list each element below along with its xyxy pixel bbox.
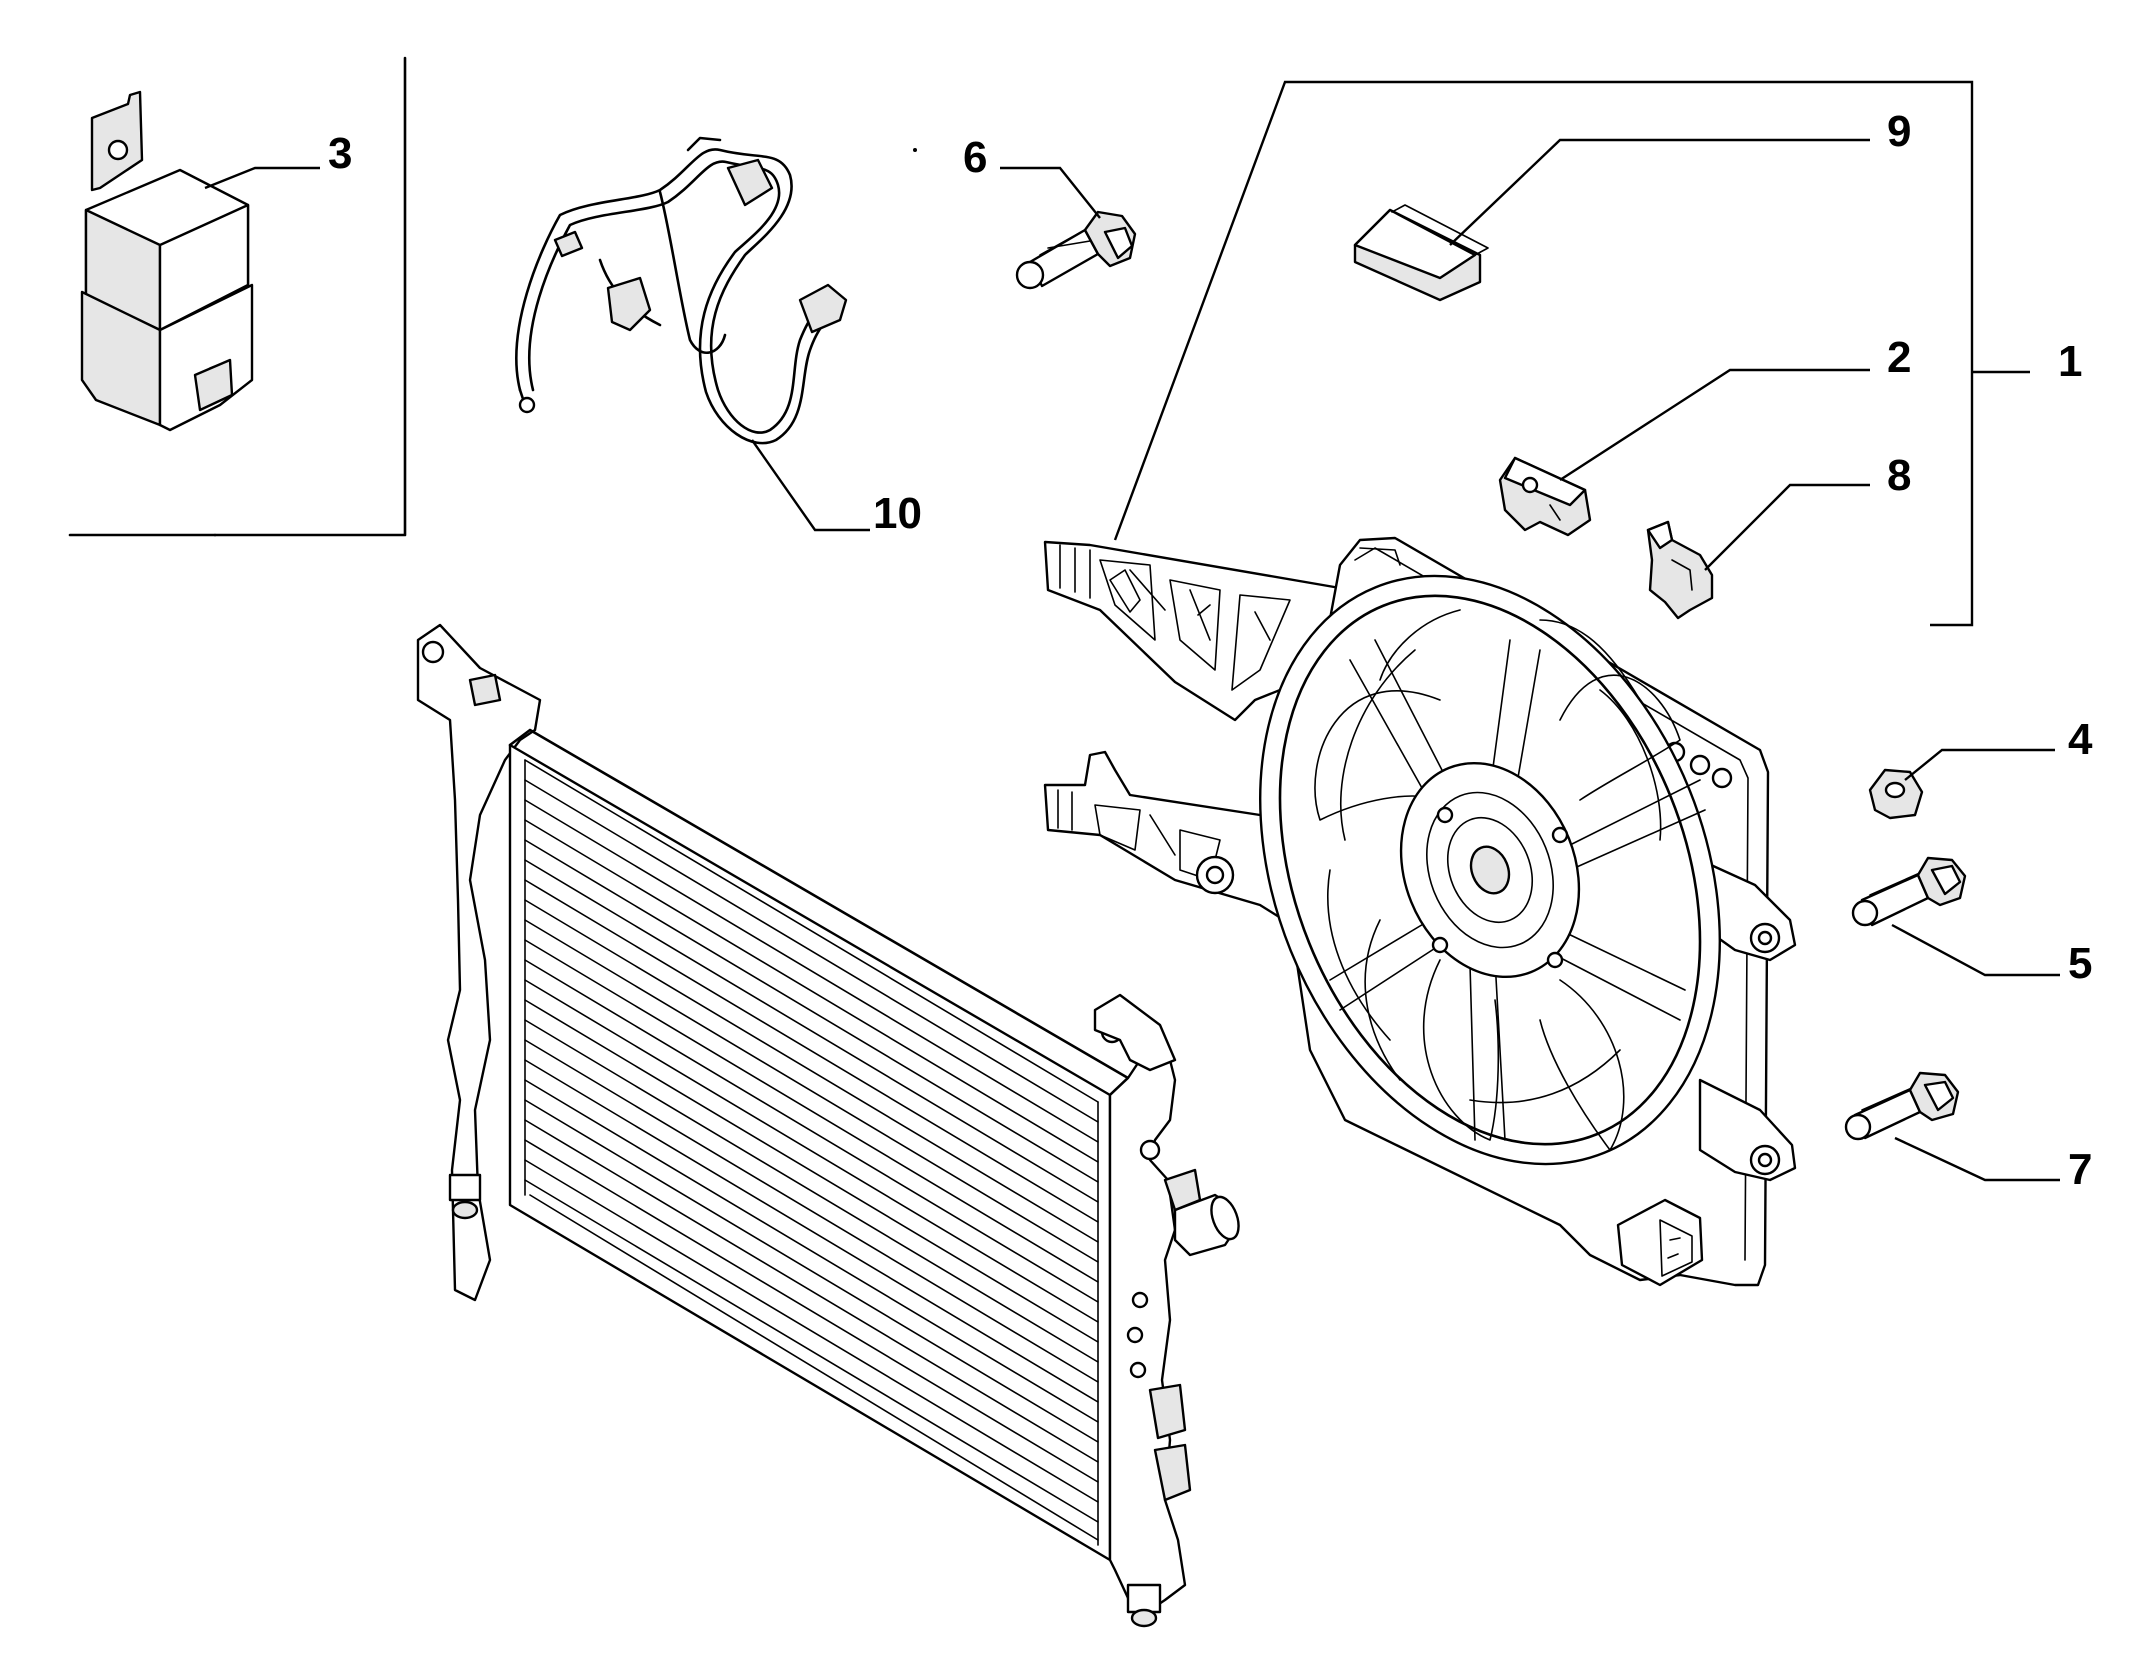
callout-9: 9 xyxy=(1887,107,1911,156)
leader-line-3 xyxy=(204,166,320,190)
assembly-group-bracket xyxy=(1113,80,2030,627)
clip-part-9 xyxy=(1353,138,1870,302)
callout-6: 6 xyxy=(963,133,987,182)
leader-line-6 xyxy=(1000,166,1101,219)
nut-part-4 xyxy=(1868,748,2055,820)
callout-8: 8 xyxy=(1887,451,1911,500)
clip-part-8 xyxy=(1646,483,1870,620)
leader-line-8 xyxy=(1704,483,1870,571)
leader-line-2 xyxy=(1559,368,1870,482)
bracket-part-2 xyxy=(1498,368,1870,537)
bolt-part-6 xyxy=(913,148,1137,290)
wiring-harness-part xyxy=(515,136,870,532)
bolt-part-5 xyxy=(1851,856,2060,977)
callout-2: 2 xyxy=(1887,333,1911,382)
callout-3: 3 xyxy=(328,129,352,178)
callout-10: 10 xyxy=(873,489,922,538)
callout-7: 7 xyxy=(2068,1145,2092,1194)
relay-part xyxy=(68,56,407,537)
callout-4: 4 xyxy=(2068,715,2093,764)
leader-line-7 xyxy=(1894,1136,2060,1182)
leader-line-9 xyxy=(1449,138,1870,246)
leader-line-4 xyxy=(1904,748,2055,781)
leader-line-5 xyxy=(1891,923,2060,977)
callout-1: 1 xyxy=(2058,337,2082,386)
radiator-part xyxy=(416,623,1240,1628)
relay-frame-line xyxy=(213,56,407,537)
leader-line-10 xyxy=(751,439,870,532)
fan-shroud-assembly xyxy=(1043,536,1797,1287)
bolt-part-7 xyxy=(1844,1071,2060,1182)
callout-5: 5 xyxy=(2068,939,2092,988)
